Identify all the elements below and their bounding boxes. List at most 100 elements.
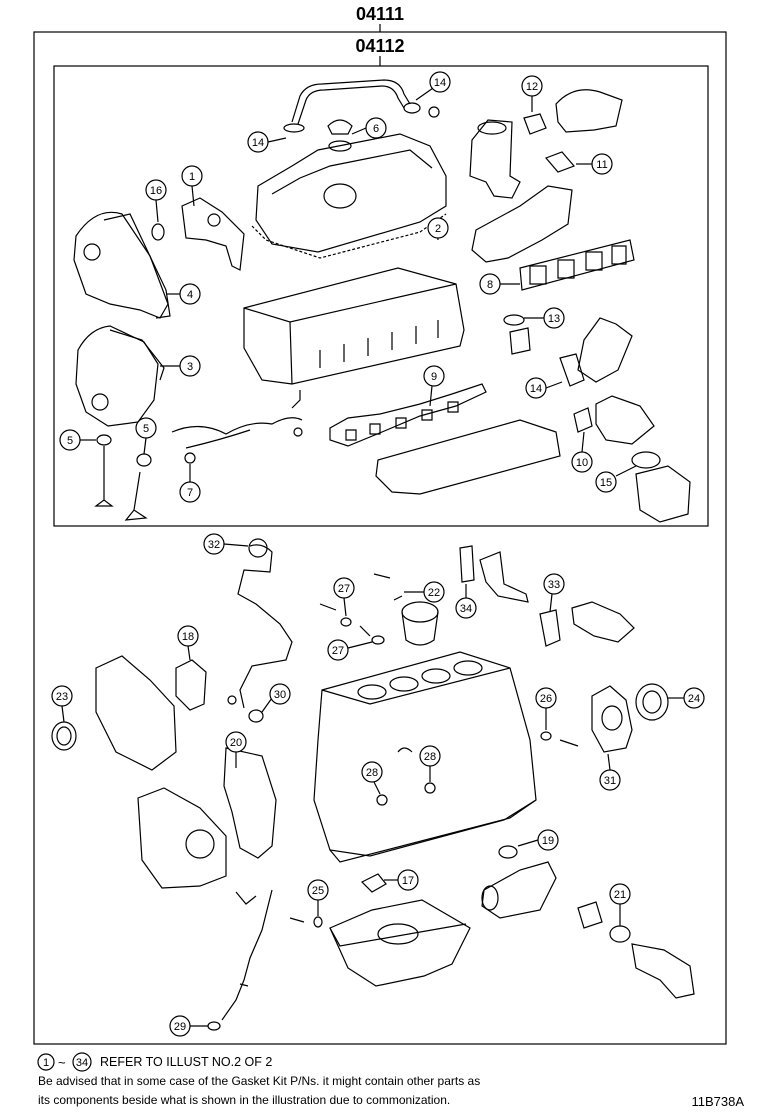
- svg-text:17: 17: [402, 875, 414, 887]
- timing-belt-gasket: [103, 213, 171, 319]
- svg-text:9: 9: [431, 371, 437, 383]
- oil-filter-end: [481, 885, 499, 911]
- callout-21[interactable]: 21: [609, 883, 631, 926]
- callout-34[interactable]: 34: [455, 584, 477, 619]
- svg-text:16: 16: [150, 185, 162, 197]
- drain-plug-seal-right: [424, 782, 436, 794]
- timing-cover-hole: [83, 243, 101, 261]
- egr-seal: [503, 314, 525, 326]
- callout-12[interactable]: 12: [521, 75, 543, 112]
- callout-2[interactable]: 2: [427, 217, 449, 241]
- svg-text:30: 30: [274, 689, 286, 701]
- callout-13[interactable]: 13: [524, 307, 565, 329]
- svg-text:27: 27: [338, 583, 350, 595]
- dipstick-o-ring: [207, 1021, 221, 1031]
- water-outlet-port: [207, 213, 221, 227]
- bore-4: [453, 660, 483, 676]
- callout-19[interactable]: 19: [517, 829, 559, 851]
- svg-text:23: 23: [56, 691, 68, 703]
- svg-text:8: 8: [487, 279, 493, 291]
- callout-11[interactable]: 11: [576, 153, 613, 175]
- callout-31[interactable]: 31: [599, 753, 621, 791]
- turbo-elbow: [555, 89, 623, 133]
- svg-text:11: 11: [596, 159, 607, 171]
- svg-text:5: 5: [67, 435, 73, 447]
- svg-text:32: 32: [208, 539, 220, 551]
- callout-9[interactable]: 9: [423, 365, 445, 407]
- exhaust-gasket-holes: [529, 245, 627, 285]
- turbo-gasket-12: [523, 113, 547, 135]
- callout-27-lower[interactable]: 27: [327, 639, 373, 661]
- retainer-bore: [601, 705, 623, 731]
- callout-16[interactable]: 16: [145, 179, 167, 223]
- intake-manifold-gasket: [329, 383, 487, 447]
- timing-cover-lower-gasket: [109, 329, 165, 381]
- plug-seal: [184, 452, 196, 464]
- callout-18[interactable]: 18: [177, 625, 199, 661]
- callout-20[interactable]: 20: [225, 731, 247, 768]
- svg-text:4: 4: [187, 289, 193, 301]
- svg-text:28: 28: [366, 767, 378, 779]
- callout-4[interactable]: 4: [166, 283, 201, 305]
- callout-5-left[interactable]: 5: [59, 429, 96, 451]
- callout-24[interactable]: 24: [668, 687, 705, 709]
- callout-32[interactable]: 32: [203, 533, 249, 555]
- callout-15[interactable]: 15: [595, 465, 637, 493]
- svg-text:5: 5: [143, 423, 149, 435]
- filler-cap-gasket: [328, 140, 352, 152]
- callout-29[interactable]: 29: [169, 1015, 208, 1037]
- water-inlet-housing: [635, 465, 691, 523]
- callout-25[interactable]: 25: [307, 879, 329, 916]
- inner-frame: [53, 65, 709, 527]
- callout-7[interactable]: 7: [179, 464, 201, 503]
- svg-text:14: 14: [530, 383, 542, 395]
- callout-27-upper[interactable]: 27: [333, 577, 355, 617]
- oil-cooler: [631, 943, 695, 999]
- egr-gasket-14: [559, 353, 585, 387]
- callout-3[interactable]: 3: [160, 355, 201, 377]
- bolt-27b: [359, 625, 371, 637]
- bypass-gasket-33: [539, 609, 561, 647]
- valve-cover: [255, 133, 447, 253]
- callout-1[interactable]: 1: [181, 165, 203, 207]
- callout-6[interactable]: 6: [351, 117, 387, 139]
- drawing-id: 11B738A: [691, 1094, 744, 1109]
- callout-8[interactable]: 8: [479, 273, 520, 295]
- intake-manifold: [375, 419, 561, 495]
- oil-tube-flange: [248, 538, 268, 558]
- callout-22[interactable]: 22: [404, 581, 445, 603]
- egr-bracket: [509, 327, 531, 355]
- inner-part-number[interactable]: 04112: [355, 36, 404, 56]
- callout-17[interactable]: 17: [384, 869, 419, 891]
- callout-28-left[interactable]: 28: [361, 761, 383, 795]
- svg-text:20: 20: [230, 737, 242, 749]
- callout-5-right[interactable]: 5: [135, 417, 157, 455]
- outer-frame: [33, 31, 727, 1045]
- callout-10[interactable]: 10: [571, 431, 593, 473]
- callout-23[interactable]: 23: [51, 685, 73, 723]
- callout-14-upper[interactable]: 14: [415, 71, 451, 101]
- oil-tube-bolt: [227, 695, 237, 705]
- cylinder-head: [243, 267, 465, 385]
- oil-pan-flange: [329, 923, 467, 947]
- range-end-circle: [72, 1052, 92, 1072]
- svg-text:33: 33: [548, 579, 560, 591]
- outer-part-number[interactable]: 04111: [356, 4, 404, 24]
- callout-30[interactable]: 30: [261, 683, 291, 713]
- oil-strainer: [377, 923, 419, 945]
- sump-gasket-17: [360, 873, 387, 893]
- callout-26[interactable]: 26: [535, 687, 557, 730]
- range-end: 34: [76, 1057, 88, 1069]
- svg-text:19: 19: [542, 835, 554, 847]
- exhaust-gasket: [519, 239, 635, 291]
- callout-14-left[interactable]: 14: [247, 131, 287, 153]
- drain-bolt: [289, 917, 305, 923]
- callout-28-right[interactable]: 28: [419, 745, 441, 782]
- head-ports: [319, 320, 439, 368]
- front-oil-seal-inner: [56, 726, 72, 746]
- svg-text:10: 10: [576, 457, 588, 469]
- timing-cover-lower: [75, 325, 159, 427]
- callout-14-right[interactable]: 14: [525, 377, 563, 399]
- water-bypass: [571, 601, 635, 643]
- callout-33[interactable]: 33: [543, 573, 565, 613]
